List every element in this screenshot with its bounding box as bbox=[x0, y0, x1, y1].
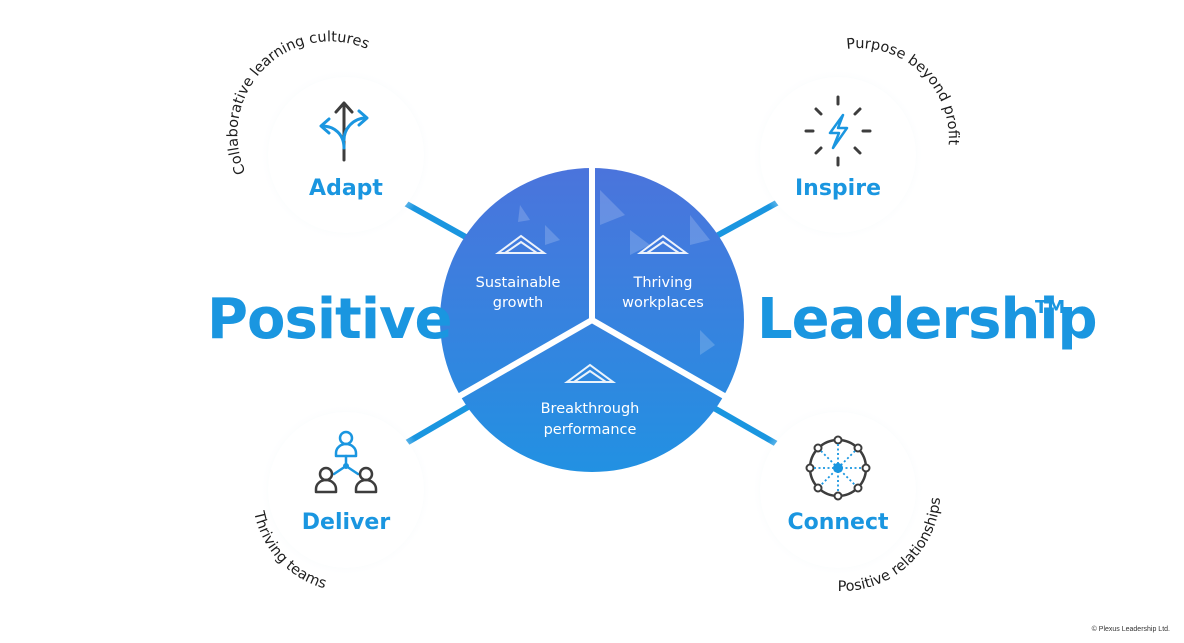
node-deliver[interactable] bbox=[260, 404, 432, 576]
segment-breakthrough-line1: Breakthrough bbox=[541, 401, 640, 417]
chevron-icon-thriving bbox=[636, 234, 690, 254]
node-label-inspire: Inspire bbox=[795, 176, 881, 201]
node-label-connect: Connect bbox=[787, 510, 889, 535]
network-circle-icon bbox=[805, 435, 871, 501]
copyright-notice: © Plexus Leadership Ltd. bbox=[1091, 626, 1170, 633]
trademark-mark: TM bbox=[1035, 297, 1066, 318]
segment-thriving-line2: workplaces bbox=[622, 295, 704, 311]
node-adapt[interactable] bbox=[260, 69, 432, 241]
segment-breakthrough-line2: performance bbox=[544, 422, 637, 438]
node-label-adapt: Adapt bbox=[309, 176, 383, 201]
pie-divider-left bbox=[456, 317, 594, 400]
title-word-leadership: Leadership bbox=[757, 287, 1098, 352]
segment-sustainable-line1: Sustainable bbox=[476, 275, 561, 291]
diverging-arrows-icon bbox=[319, 101, 369, 162]
lightning-burst-icon bbox=[804, 95, 872, 167]
segment-sustainable-line2: growth bbox=[493, 295, 543, 311]
pie-divider-right bbox=[590, 317, 728, 400]
node-label-deliver: Deliver bbox=[302, 510, 391, 535]
segment-thriving-line1: Thriving bbox=[632, 275, 692, 291]
center-pie bbox=[440, 165, 744, 472]
node-inspire[interactable] bbox=[752, 69, 924, 241]
team-hierarchy-icon bbox=[314, 430, 378, 494]
title-word-positive: Positive bbox=[207, 287, 452, 352]
chevron-icon-sustainable bbox=[494, 234, 548, 254]
chevron-icon-breakthrough bbox=[563, 363, 617, 383]
